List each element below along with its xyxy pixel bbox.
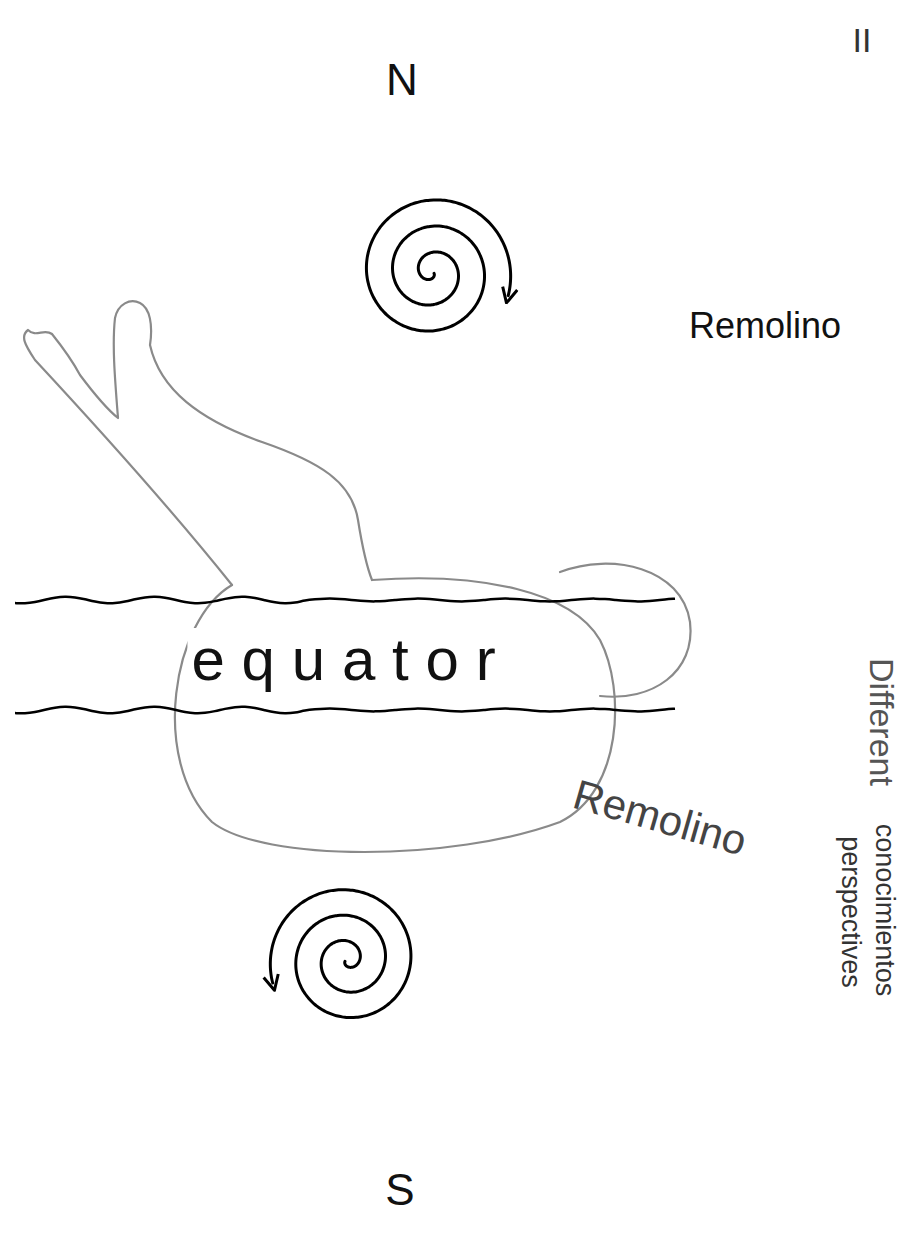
note-text: perspectives [837,836,864,988]
cat-legs [24,301,372,585]
north-label: N [386,58,418,102]
equator-line [15,707,675,713]
whirlpools [270,200,510,1018]
page-number: II [853,23,872,57]
south-label: S [385,1168,414,1212]
whirlpool-spiral [366,200,510,331]
note-text: Different [865,658,899,786]
whirlpool-label: Remolino [689,308,841,344]
equator-lines [15,597,675,713]
whirlpool-spiral [270,890,411,1018]
equator-label: equator [187,628,516,692]
note-text: conocimientos [871,824,898,997]
cat-figure [24,301,691,852]
cat-head [560,564,691,697]
cat-body [175,578,615,852]
equator-line [15,597,675,603]
whirlpool-label: Remolino [569,773,751,862]
